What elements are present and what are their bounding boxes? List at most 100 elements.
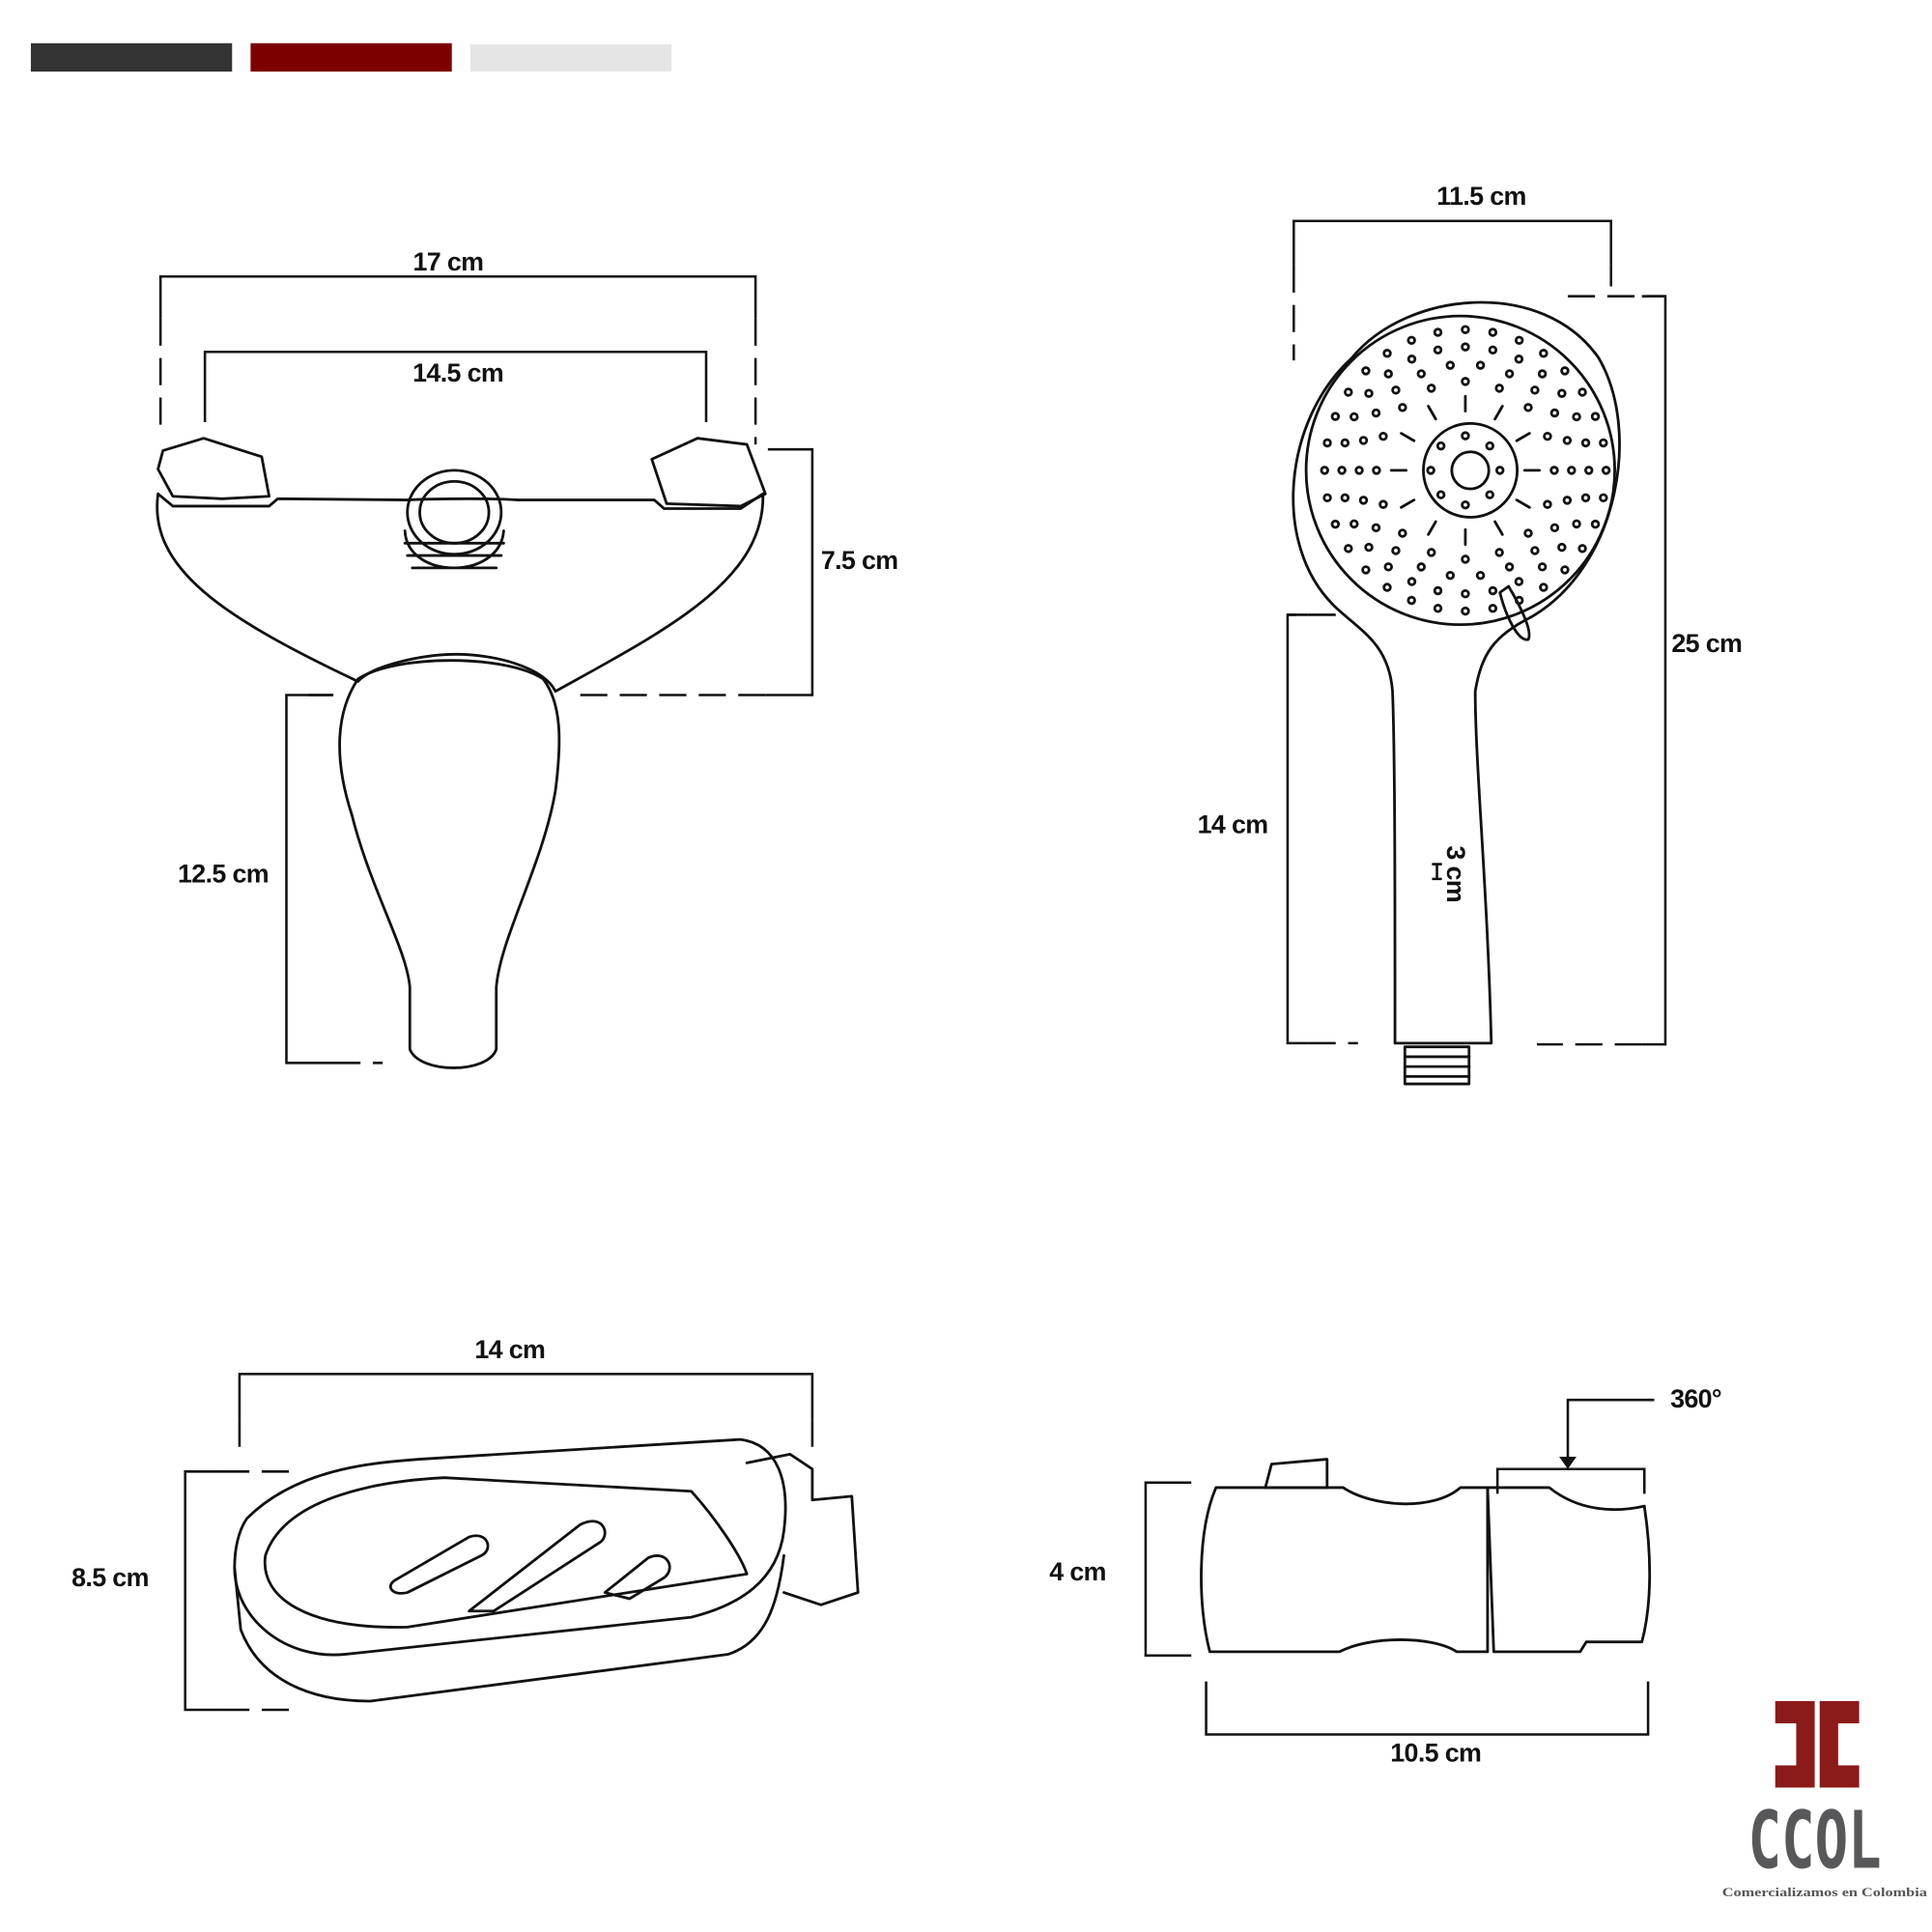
soap-dish-drawing: 14 cm 8.5 cm [71, 1335, 860, 1712]
nozzle-dot [1549, 466, 1559, 475]
nozzle-dot [1350, 412, 1359, 422]
nozzle-dot [1461, 499, 1470, 510]
ccol-logo: CCOL Comercializamos en Colombia [1722, 1701, 1928, 1899]
nozzle-dot [1340, 438, 1350, 448]
nozzle-dot [1461, 377, 1470, 386]
nozzle-dot [1461, 325, 1470, 334]
nozzle-dot [1354, 466, 1364, 475]
nozzle-dot [1398, 403, 1407, 412]
nozzle-dot [1485, 440, 1494, 451]
nozzle-dot [1382, 349, 1392, 358]
spray-slot [1400, 432, 1416, 442]
nozzle-dot [1530, 546, 1540, 555]
nozzle-dot [1358, 496, 1369, 505]
nozzle-dot [1371, 408, 1381, 418]
rotation-label: 360° [1670, 1384, 1721, 1413]
nozzle-dot [1461, 554, 1470, 564]
spray-slot [1493, 520, 1504, 536]
nozzle-dot [1523, 528, 1533, 538]
handle-length-label: 14 cm [1198, 810, 1268, 839]
nozzle-dot [1601, 466, 1611, 475]
nozzle-dot [1322, 438, 1332, 448]
header-bar-dark [30, 43, 233, 72]
nozzle-dot [1445, 570, 1456, 581]
nozzle-dot [1378, 499, 1388, 509]
holder-inner-width-label: 14.5 cm [412, 358, 503, 387]
nozzle-dot [1433, 585, 1443, 596]
nozzle-dot [1539, 349, 1548, 358]
nozzle-dot [1488, 345, 1498, 355]
nozzle-dot [1364, 542, 1374, 553]
holder-outer-width-label: 17 cm [412, 247, 483, 276]
nozzle-dot [1567, 466, 1577, 475]
nozzle-dot [1350, 519, 1359, 529]
nozzle-dot [1433, 604, 1443, 613]
nozzle-dot [1580, 493, 1591, 503]
spray-slot [1427, 405, 1437, 421]
hand-shower-drawing: 11.5 cm 25 cm 14 cm 3 cm [1198, 182, 1743, 1086]
nozzle-dot [1344, 387, 1353, 397]
nozzle-dot [1461, 588, 1470, 599]
nozzle-dot [1426, 548, 1436, 557]
nozzle-dot [1378, 431, 1388, 441]
handle-width-label: 3 cm [1441, 845, 1470, 902]
nozzle-dot [1549, 523, 1560, 533]
shower-total-length-label: 25 cm [1671, 629, 1742, 658]
nozzle-dot [1580, 438, 1591, 448]
holder-depth-label: 7.5 cm [821, 546, 898, 575]
nozzle-dot [1523, 403, 1533, 412]
spray-slot [1515, 432, 1531, 442]
nozzle-dot [1494, 384, 1504, 393]
header-bar-light [469, 44, 672, 72]
nozzle-dot [1537, 562, 1548, 572]
holder-height-label: 12.5 cm [178, 860, 269, 889]
soap-dish-height-label: 8.5 cm [71, 1563, 149, 1592]
nozzle-dot [1537, 369, 1548, 379]
nozzle-dot [1488, 604, 1498, 613]
nozzle-dot [1543, 499, 1552, 509]
nozzle-dot [1514, 335, 1524, 346]
nozzle-dot [1504, 562, 1515, 572]
slider-width-label: 10.5 cm [1390, 1739, 1481, 1768]
logo-brand: CCOL [1748, 1796, 1882, 1888]
nozzle-dot [1572, 519, 1581, 529]
nozzle-dot [1344, 544, 1353, 554]
nozzle-dot [1330, 519, 1341, 529]
nozzle-dot [1320, 466, 1329, 475]
nozzle-dot [1461, 606, 1470, 616]
nozzle-dot [1584, 466, 1594, 475]
nozzle-dot [1560, 565, 1570, 575]
nozzle-dot [1406, 355, 1417, 364]
nozzle-dot [1572, 412, 1581, 422]
nozzle-dot [1406, 335, 1416, 346]
header-bar-red [250, 43, 452, 72]
nozzle-dot [1560, 366, 1570, 376]
nozzle-dot [1488, 585, 1498, 596]
nozzle-dot [1391, 546, 1401, 555]
slider-bracket-drawing: 360° 4 cm 10.5 cm [1049, 1384, 1721, 1768]
nozzle-dot [1504, 369, 1515, 379]
nozzle-dot [1426, 466, 1435, 475]
nozzle-dot [1488, 327, 1498, 337]
nozzle-dot [1322, 493, 1332, 503]
soap-dish-width-label: 14 cm [474, 1335, 545, 1364]
nozzle-dot [1361, 366, 1371, 376]
nozzle-dot [1494, 548, 1504, 557]
nozzle-dot [1577, 387, 1587, 397]
logo-mark-right [1819, 1701, 1860, 1788]
nozzle-dot [1391, 385, 1401, 395]
spray-slot [1515, 498, 1531, 509]
nozzle-dot [1557, 542, 1567, 553]
nozzle-dot [1406, 577, 1417, 586]
wall-holder-drawing: 17 cm 14.5 cm 7.5 cm 12.5 cm [156, 247, 898, 1069]
nozzle-dot [1361, 565, 1371, 575]
nozzle-dot [1461, 431, 1470, 440]
slider-height-label: 4 cm [1049, 1557, 1106, 1586]
nozzle-dot [1599, 438, 1608, 448]
nozzle-dot [1416, 562, 1427, 572]
nozzle-dot [1590, 519, 1601, 529]
nozzle-dot [1562, 436, 1573, 445]
nozzle-dot [1475, 360, 1486, 370]
nozzle-dot [1435, 440, 1446, 451]
